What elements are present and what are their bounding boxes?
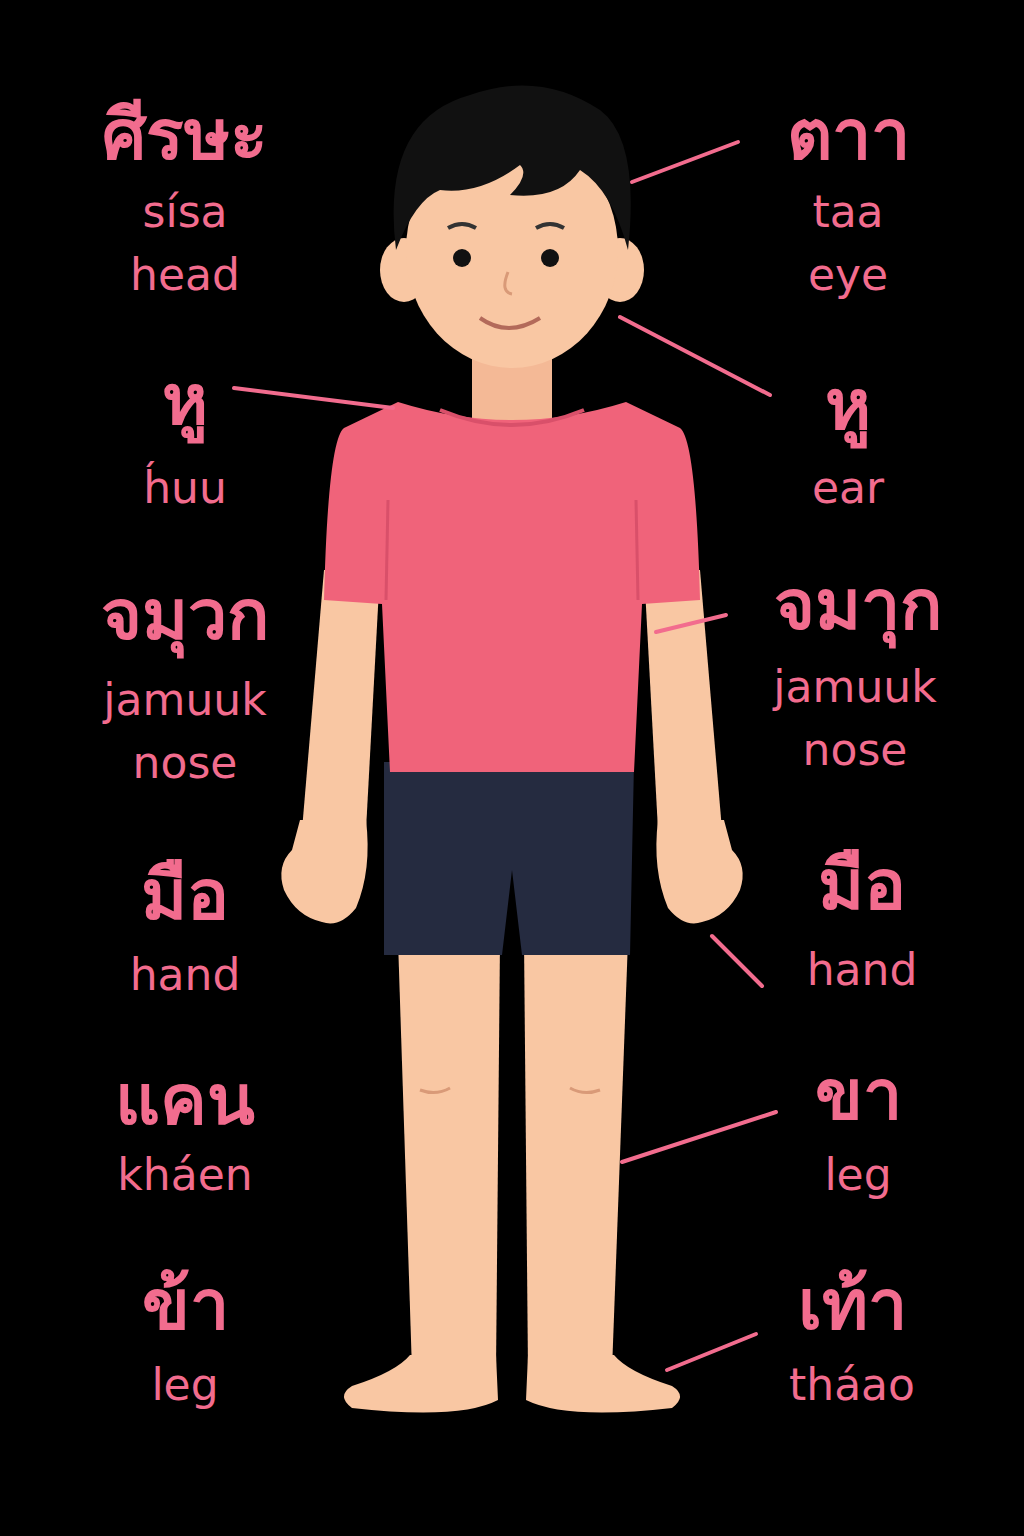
leader-lines	[234, 142, 776, 1370]
word-gloss: kháen	[117, 1150, 252, 1201]
word-gloss: h́uu	[143, 463, 227, 514]
thai-word: เท้า	[798, 1265, 907, 1346]
thai-word: หู	[162, 360, 208, 441]
word-gloss: jamuuk	[773, 662, 936, 713]
word-gloss: hand	[130, 950, 241, 1001]
thai-word: แคน	[115, 1060, 255, 1141]
thai-word: ข้า	[142, 1265, 229, 1346]
word-gloss: sísa	[142, 187, 227, 238]
word-gloss: eye	[808, 250, 888, 301]
word-gloss: tháao	[789, 1360, 915, 1411]
word-gloss: nose	[133, 738, 238, 789]
thai-word: มือ	[818, 845, 906, 926]
word-gloss: jamuuk	[103, 675, 266, 726]
word-gloss: ear	[812, 463, 884, 514]
word-gloss: leg	[824, 1150, 891, 1201]
thai-word: ศีรษะ	[102, 95, 268, 176]
thai-word: จมุวก	[101, 575, 269, 656]
word-gloss: nose	[803, 725, 908, 776]
boy-figure	[281, 85, 742, 1412]
word-gloss: taa	[812, 187, 883, 238]
thai-word: หู	[825, 365, 871, 446]
thai-word: มือ	[141, 855, 229, 936]
word-gloss: hand	[807, 945, 918, 996]
word-gloss: leg	[151, 1360, 218, 1411]
thai-word: ขา	[815, 1055, 902, 1136]
thai-word: ตาา	[787, 95, 910, 176]
word-gloss: head	[130, 250, 240, 301]
thai-word: จมาุก	[774, 565, 942, 646]
